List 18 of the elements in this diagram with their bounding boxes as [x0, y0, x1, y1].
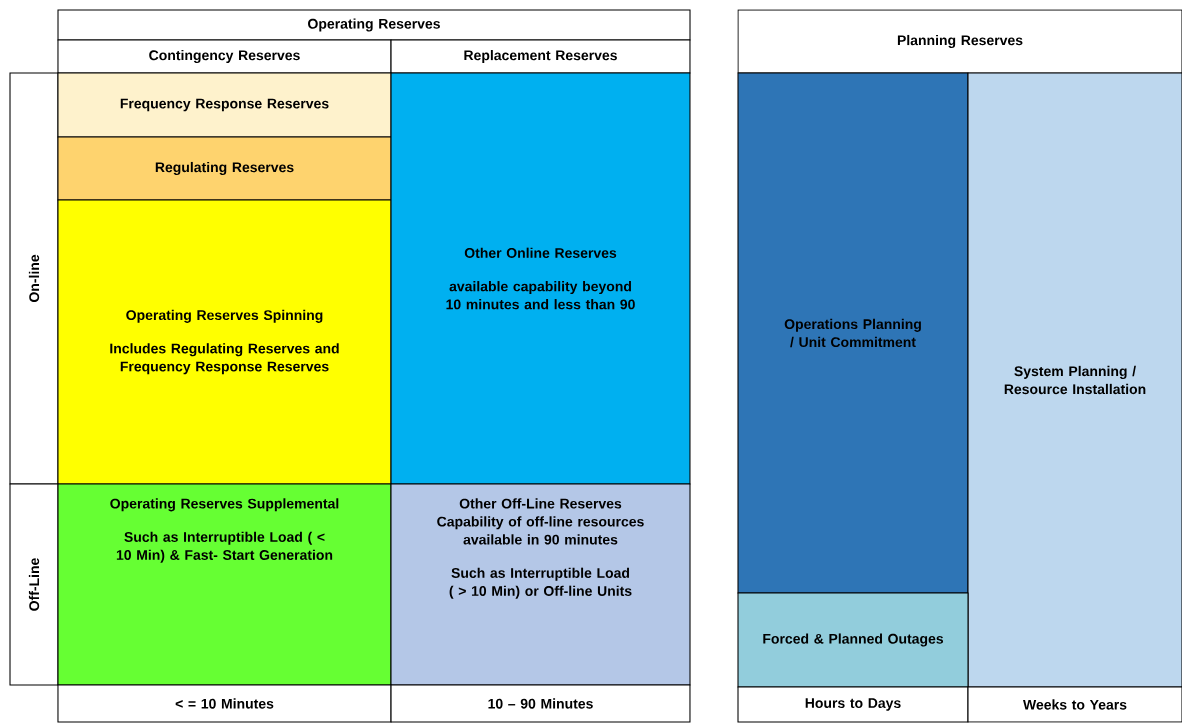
header-cell: Replacement Reserves: [390, 39, 691, 74]
row-header-cell: Off-Line: [9, 483, 59, 686]
header-cell: Contingency Reserves: [57, 39, 392, 74]
time-cell: Weeks to Years: [967, 686, 1182, 723]
time-cell: < = 10 Minutes: [57, 684, 392, 723]
reserve-cell: Other Online Reserves available capability beyond 10 minutes and less than 90: [390, 72, 691, 485]
time-cell: 10 – 90 Minutes: [390, 684, 691, 723]
time-cell: Hours to Days: [737, 686, 969, 723]
reserve-cell: Frequency Response Reserves: [57, 72, 392, 138]
planning-cell: Operations Planning / Unit Commitment: [737, 72, 969, 594]
planning-cell: Forced & Planned Outages: [737, 592, 969, 688]
reserve-cell: Operating Reserves Spinning Includes Regulating Reserves and Frequency Response Reserves: [57, 199, 392, 485]
reserve-cell: Other Off-Line Reserves Capability of off-line resources available in 90 minutes Such as Interruptible Load ( > 10 Min) or Off-line Units: [390, 483, 691, 686]
reserve-cell: Regulating Reserves: [57, 136, 392, 201]
reserve-cell: Operating Reserves Supplemental Such as Interruptible Load ( < 10 Min) & Fast- Start Generation: [57, 483, 392, 686]
planning-cell: System Planning / Resource Installation: [967, 72, 1182, 688]
header-cell: Planning Reserves: [737, 9, 1182, 74]
header-cell: Operating Reserves: [57, 9, 691, 41]
